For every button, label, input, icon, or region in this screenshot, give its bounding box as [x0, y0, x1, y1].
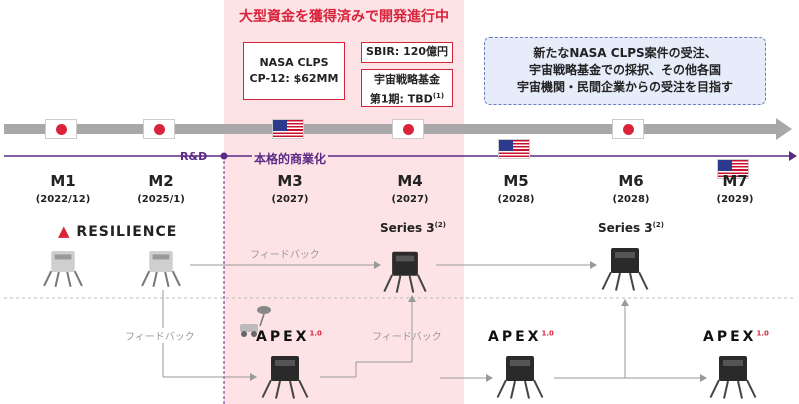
japan-flag-icon: [612, 119, 644, 139]
band-title: 大型資金を獲得済みで開発進行中: [239, 9, 449, 25]
phase-1-name: M1: [50, 172, 76, 190]
phase-7-name: M7: [722, 172, 748, 190]
usa-flag-icon: [272, 119, 304, 139]
series-label-m6: Series 3(2): [598, 221, 664, 235]
callout-line1: 新たなNASA CLPS案件の受注、: [533, 46, 717, 60]
phase-2-date: (2025/1): [137, 194, 185, 205]
apex-logo-m3: APEX1.0: [256, 329, 322, 345]
resilience-logo: ▲ RESILIENCE: [58, 222, 177, 240]
timeline-bar: [4, 124, 776, 134]
lander-m1-icon: [43, 251, 83, 287]
apex-logo-m7: APEX1.0: [703, 329, 769, 345]
series-label-m4: Series 3(2): [380, 221, 446, 235]
resilience-wordmark: RESILIENCE: [76, 224, 178, 240]
lander-m5-apex-icon: [496, 356, 544, 399]
commercial-label: 本格的商業化: [252, 150, 329, 167]
resilience-mark-icon: ▲: [58, 222, 71, 240]
rd-label: R&D: [180, 150, 208, 163]
flag-row: [0, 0, 799, 179]
lander-m3-apex-icon: [261, 356, 309, 399]
lander-m6-series3-icon: [601, 248, 649, 291]
feedback-label-mid: フィードバック: [372, 332, 442, 343]
sbir-text: SBIR: 120億円: [365, 45, 449, 58]
phase-7-date: (2029): [716, 194, 754, 205]
japan-flag-icon: [143, 119, 175, 139]
phase-4-date: (2027): [391, 194, 429, 205]
nasa-clps-line2: CP-12: $62MM: [249, 72, 339, 85]
phase-5-name: M5: [503, 172, 529, 190]
rover-icon: [240, 306, 271, 337]
commercial-arrowhead: [789, 151, 797, 161]
callout-line2: 宇宙戦略基金での採択、その他各国: [528, 63, 721, 77]
space-fund-line1: 宇宙戦略基金: [374, 73, 440, 86]
phase-3-name: M3: [277, 172, 303, 190]
lander-m2-icon: [141, 251, 181, 287]
space-fund-box: 宇宙戦略基金 第1期: TBD(1): [361, 69, 453, 107]
phase-5-date: (2028): [497, 194, 535, 205]
japan-flag-icon: [392, 119, 424, 139]
phase-2-name: M2: [148, 172, 174, 190]
phase-6-name: M6: [618, 172, 644, 190]
timeline-arrowhead: [776, 118, 792, 140]
feedback-label-top: フィードバック: [250, 250, 320, 261]
usa-flag-icon: [498, 139, 530, 159]
phase-6-date: (2028): [612, 194, 650, 205]
phase-4-name: M4: [397, 172, 423, 190]
feedback-label-left: フィードバック: [125, 328, 195, 343]
apex-logo-m5: APEX1.0: [488, 329, 554, 345]
space-fund-line2: 第1期: TBD: [369, 92, 433, 106]
phase-3-date: (2027): [271, 194, 309, 205]
callout-line3: 宇宙機関・民間企業からの受注を目指す: [516, 80, 733, 94]
goals-callout: 新たなNASA CLPS案件の受注、 宇宙戦略基金での採択、その他各国 宇宙機関…: [484, 37, 766, 105]
space-fund-note: (1): [432, 92, 445, 100]
usa-flag-icon: [717, 159, 749, 179]
lander-m4-series3-icon: [383, 251, 427, 293]
japan-flag-icon: [45, 119, 77, 139]
phase-1-date: (2022/12): [35, 194, 91, 205]
sbir-box: SBIR: 120億円: [361, 42, 453, 63]
nasa-clps-box: NASA CLPS CP-12: $62MM: [243, 42, 345, 100]
nasa-clps-line1: NASA CLPS: [259, 56, 329, 69]
lander-m7-apex-icon: [709, 356, 757, 399]
